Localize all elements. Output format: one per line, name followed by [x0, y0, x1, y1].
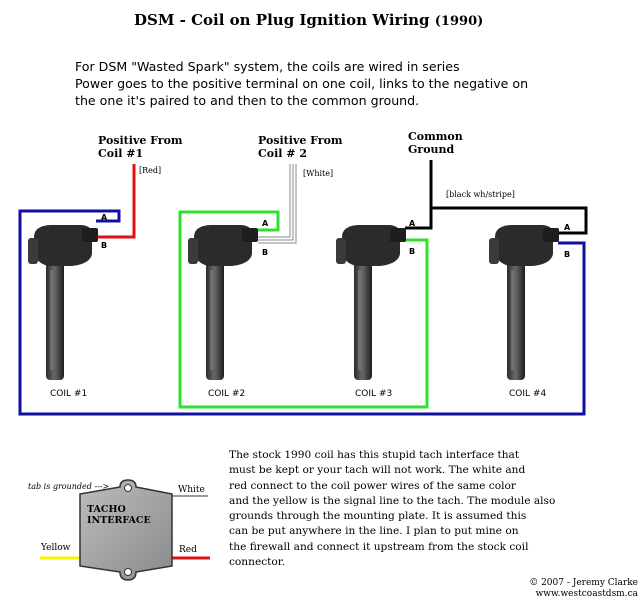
copyright-url: www.westcoastdsm.ca [535, 589, 638, 599]
coil4-label: COIL #4 [509, 389, 547, 399]
header-line: Common [408, 130, 463, 143]
intro-text: For DSM "Wasted Spark" system, the coils… [75, 58, 635, 109]
coil-1-icon [28, 225, 98, 380]
title-year: (1990) [434, 14, 484, 29]
coil3-terminal-a: A [409, 219, 416, 228]
coil3-label: COIL #3 [355, 389, 393, 399]
tacho-label-line: INTERFACE [87, 515, 151, 526]
desc-line: can be put anywhere in the line. I plan … [229, 525, 519, 538]
ground-wire [405, 206, 588, 235]
tacho-interface-label: TACHO INTERFACE [87, 504, 151, 526]
intro-line: the one it's paired to and then to the c… [75, 93, 420, 108]
coil3-terminal-b: B [409, 247, 416, 256]
white-wire [258, 164, 294, 241]
coil2-terminal-b: B [262, 248, 269, 257]
desc-line: connector. [229, 556, 286, 569]
tab-grounded-note: tab is grounded ---> [28, 482, 110, 491]
positive-coil2-header: Positive From Coil # 2 [258, 134, 343, 160]
header-line: Coil #1 [98, 147, 144, 160]
coil2-terminal-a: A [262, 219, 269, 228]
coil4-terminal-a: A [564, 223, 571, 232]
desc-line: red connect to the coil power wires of t… [229, 479, 516, 492]
red-wire-note: [Red] [139, 166, 162, 175]
coil-3-icon [336, 225, 406, 380]
copyright: © 2007 - Jeremy Clarke www.westcoastdsm.… [520, 578, 638, 600]
desc-line: The stock 1990 coil has this stupid tach… [229, 449, 520, 461]
diagram-title: DSM - Coil on Plug Ignition Wiring (1990… [134, 11, 483, 29]
coil1-terminal-b: B [101, 241, 108, 250]
intro-line: For DSM "Wasted Spark" system, the coils… [75, 59, 460, 74]
desc-line: must be kept or your tach will not work.… [229, 464, 526, 477]
tacho-label-line: TACHO [87, 504, 126, 515]
black-wire-note: [black wh/stripe] [446, 190, 515, 199]
coil-2-icon [188, 225, 258, 380]
copyright-line: © 2007 - Jeremy Clarke [529, 578, 638, 588]
desc-line: the firewall and connect it upstream fro… [229, 540, 529, 553]
positive-coil1-header: Positive From Coil #1 [98, 134, 183, 160]
tach-interface-description: The stock 1990 coil has this stupid tach… [229, 448, 559, 570]
green-wire [178, 210, 429, 409]
title-main: DSM - Coil on Plug Ignition Wiring [134, 11, 430, 29]
tacho-white-label: White [178, 485, 205, 495]
white-wire-note: [White] [303, 169, 334, 178]
coil4-terminal-b: B [564, 250, 571, 259]
header-line: Positive From [258, 134, 343, 147]
tacho-yellow-label: Yellow [41, 543, 71, 553]
coil1-terminal-a: A [101, 213, 108, 222]
white-wire-inner [258, 164, 291, 238]
header-line: Positive From [98, 134, 183, 147]
common-ground-header: Common Ground [408, 130, 463, 156]
coil2-label: COIL #2 [208, 389, 246, 399]
tacho-interface-icon [79, 479, 173, 581]
header-line: Ground [408, 143, 455, 156]
blue-wire [18, 209, 586, 416]
coil1-label: COIL #1 [50, 389, 88, 399]
white-wire-outer [258, 164, 297, 244]
desc-line: and the yellow is the signal line to the… [229, 494, 556, 507]
tacho-red-label: Red [179, 545, 197, 555]
red-wire [96, 164, 136, 239]
coil-4-icon [489, 225, 559, 380]
intro-line: Power goes to the positive terminal on o… [75, 76, 529, 91]
desc-line: grounds through the mounting plate. It i… [229, 510, 527, 523]
header-line: Coil # 2 [258, 147, 307, 160]
